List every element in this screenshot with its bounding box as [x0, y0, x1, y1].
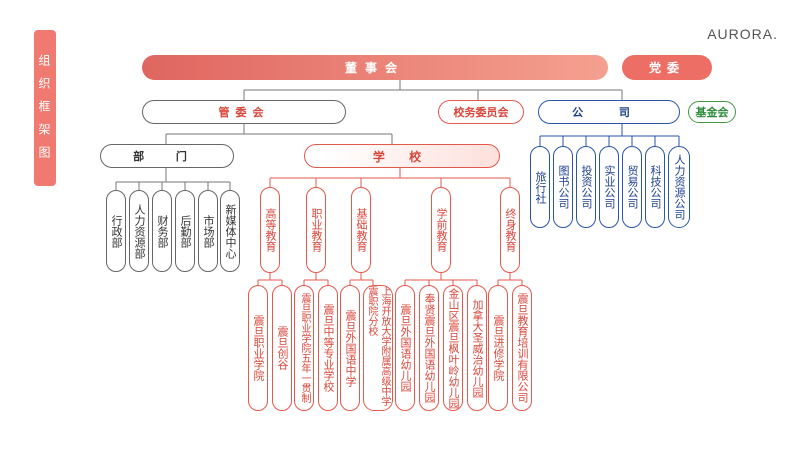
department-item[interactable]: 新媒体中心 — [220, 190, 240, 272]
school-unit-item[interactable]: 震旦外国语中学 — [340, 285, 360, 411]
department-item[interactable]: 人力资源部 — [129, 190, 149, 272]
school-unit-item[interactable]: 震旦创谷 — [272, 285, 292, 411]
school-category-item[interactable]: 学前教育 — [431, 187, 451, 273]
school-category-item[interactable]: 高等教育 — [260, 187, 280, 273]
company-item[interactable]: 图书公司 — [553, 146, 573, 228]
company-item[interactable]: 科技公司 — [645, 146, 665, 228]
school-category-item[interactable]: 职业教育 — [306, 187, 326, 273]
board-of-directors-node[interactable]: 董事会 — [142, 55, 608, 80]
school-unit-item[interactable]: 上海开放大学附属高级中学震职院分校 — [363, 285, 393, 411]
company-item[interactable]: 投资公司 — [576, 146, 596, 228]
school-unit-item[interactable]: 奉贤震旦外国语幼儿园 — [419, 285, 439, 411]
management-committee-node[interactable]: 管委会 — [142, 100, 346, 124]
company-item[interactable]: 人力资源公司 — [668, 146, 690, 228]
department-item[interactable]: 市场部 — [198, 190, 218, 272]
party-committee-node[interactable]: 党委 — [622, 55, 712, 80]
school-unit-item[interactable]: 震旦进修学院 — [488, 285, 508, 411]
company-item[interactable]: 实业公司 — [599, 146, 619, 228]
school-category-item[interactable]: 终身教育 — [500, 187, 520, 273]
school-unit-item[interactable]: 震旦外国语幼儿园 — [395, 285, 415, 411]
school-category-item[interactable]: 基础教育 — [351, 187, 371, 273]
foundation-node[interactable]: 基金会 — [688, 101, 736, 123]
brand-logo-text: AURORA. — [707, 26, 778, 42]
school-unit-item[interactable]: 金山区震旦枫叶岭幼儿园 — [443, 285, 463, 411]
school-affairs-committee-node[interactable]: 校务委员会 — [438, 100, 524, 124]
company-item[interactable]: 贸易公司 — [622, 146, 642, 228]
company-node[interactable]: 公 司 — [538, 100, 680, 124]
school-unit-item[interactable]: 震旦职业学院 — [248, 285, 268, 411]
departments-node[interactable]: 部 门 — [100, 144, 234, 168]
company-item[interactable]: 旅行社 — [530, 146, 550, 228]
school-unit-item[interactable]: 震旦职业学院五年一贯制 — [294, 285, 314, 411]
side-title: 组织框架图 — [34, 30, 56, 186]
school-unit-item[interactable]: 加拿大圣威治幼儿园 — [467, 285, 487, 411]
department-item[interactable]: 行政部 — [106, 190, 126, 272]
schools-node[interactable]: 学 校 — [304, 144, 500, 168]
department-item[interactable]: 财务部 — [152, 190, 172, 272]
school-unit-item[interactable]: 震旦教育培训有限公司 — [512, 285, 532, 411]
school-unit-item[interactable]: 震旦中等专业学校 — [318, 285, 338, 411]
department-item[interactable]: 后勤部 — [175, 190, 195, 272]
